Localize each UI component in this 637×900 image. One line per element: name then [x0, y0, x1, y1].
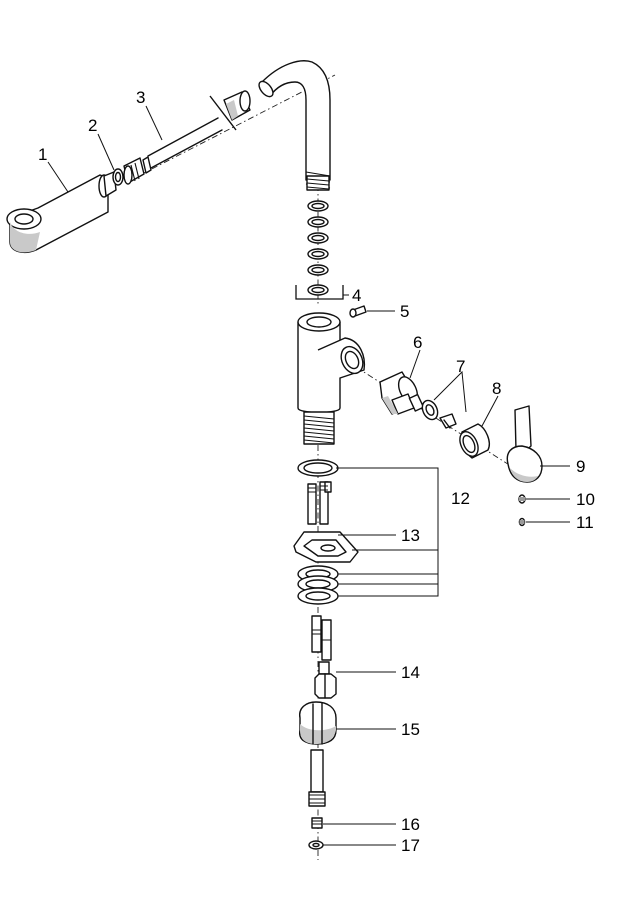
- callout-8: 8: [492, 379, 501, 398]
- collar-part-8: [459, 423, 490, 459]
- callout-4: 4: [352, 286, 361, 305]
- supply-hoses-lower: [311, 615, 332, 661]
- lever-handle-part: [506, 405, 543, 483]
- callout-7: 7: [456, 357, 465, 376]
- o-ring-stack: [307, 200, 329, 276]
- callout-5: 5: [400, 302, 409, 321]
- callout-1: 1: [38, 145, 47, 164]
- faucet-body-part: [297, 312, 366, 445]
- ring-part-4: [295, 284, 344, 300]
- nut-part-7: [421, 399, 457, 429]
- hose-break-mark: [209, 95, 237, 131]
- seal-ring-part-12: [297, 459, 339, 477]
- spray-head-part: [6, 171, 117, 254]
- supply-hoses-upper: [307, 481, 332, 525]
- cartridge-part: [379, 371, 425, 415]
- ring-part-2: [112, 168, 124, 186]
- shank-nut-part-15: [299, 701, 337, 745]
- leader-lines: [47, 105, 570, 846]
- nut-fitting-part-14: [314, 661, 337, 699]
- mounting-bracket-part: [293, 531, 359, 563]
- set-screw-part-10: [518, 494, 526, 504]
- callout-14: 14: [401, 663, 420, 682]
- callout-9: 9: [576, 457, 585, 476]
- callout-6: 6: [413, 333, 422, 352]
- screw-part-5: [349, 305, 367, 318]
- set-screw-part-11: [518, 517, 526, 527]
- callout-16: 16: [401, 815, 420, 834]
- washer-part-17: [308, 840, 324, 850]
- callout-13: 13: [401, 526, 420, 545]
- callout-3: 3: [136, 88, 145, 107]
- spout-part: [258, 60, 331, 191]
- hose-collar-part: [223, 90, 251, 121]
- callout-2: 2: [88, 116, 97, 135]
- callout-11: 11: [576, 513, 594, 532]
- washer-stack-part-12: [297, 565, 339, 605]
- callout-15: 15: [401, 720, 420, 739]
- hose-part: [123, 117, 223, 185]
- callout-labels: 1 2 3 4 5 6 7 8 9 10 11 12 13 14 15 16 1…: [38, 88, 595, 855]
- threaded-rod-part: [308, 749, 326, 807]
- small-nut-part-16: [311, 817, 323, 829]
- callout-10: 10: [576, 490, 595, 509]
- callout-12: 12: [451, 489, 470, 508]
- callout-17: 17: [401, 836, 420, 855]
